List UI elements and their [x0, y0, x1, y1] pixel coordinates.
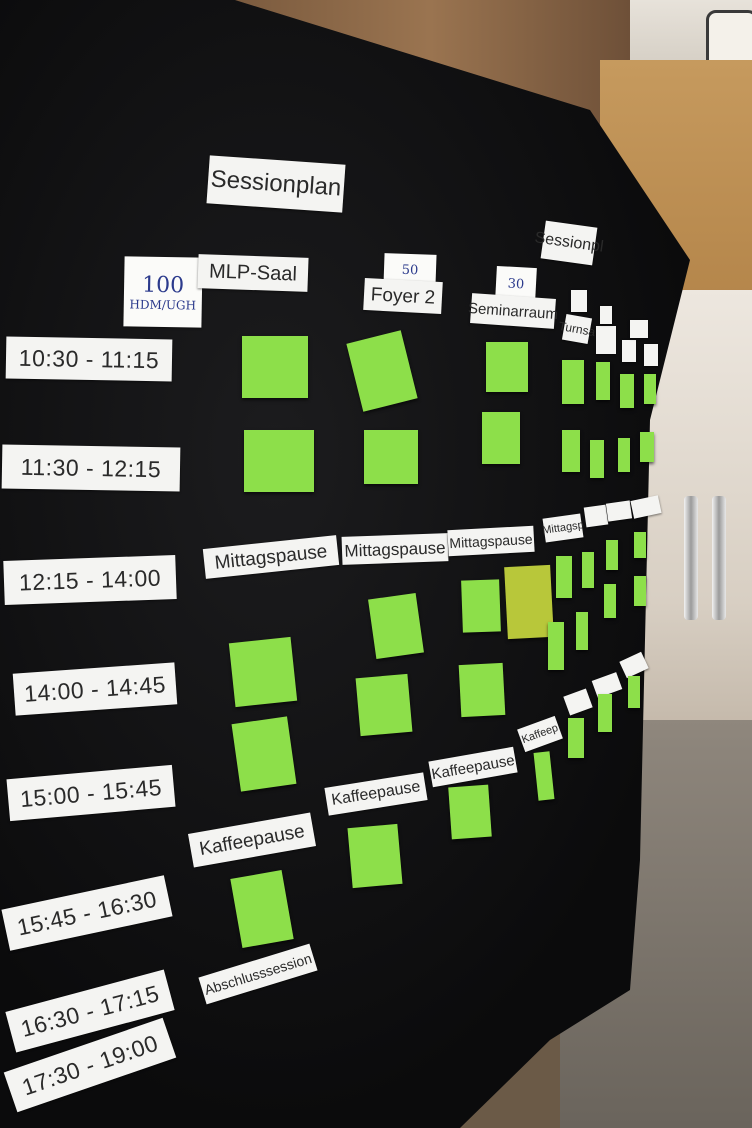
session-sticky-note: [598, 694, 612, 732]
session-sticky-note: [364, 430, 418, 484]
capacity-note-mlp: 100 HDM/UGH: [123, 256, 203, 328]
lunch-break-label: [605, 500, 633, 522]
session-sticky-note: [347, 823, 403, 889]
session-sticky-note: [628, 676, 640, 708]
room-label: [622, 340, 636, 362]
door-handle: [684, 496, 698, 620]
session-sticky-note: [244, 430, 314, 492]
room-label-mlp-saal: MLP-Saal: [197, 254, 309, 292]
session-sticky-note: [231, 716, 297, 792]
capacity-value: 50: [401, 262, 419, 278]
capacity-note-text: HDM/UGH: [129, 296, 197, 313]
session-sticky-note: [486, 342, 528, 392]
room-label-turnsaal: Turnsa: [558, 313, 596, 345]
session-sticky-note: [242, 336, 308, 398]
time-slot: 10:30 - 11:15: [5, 336, 173, 382]
session-sticky-note: [548, 622, 564, 670]
session-sticky-note: [582, 552, 594, 588]
session-plan-title: Sessionplan: [206, 155, 346, 213]
session-sticky-note: [620, 374, 634, 408]
session-sticky-note: [448, 784, 492, 840]
session-sticky-note: [634, 576, 646, 606]
session-sticky-note: [576, 612, 588, 650]
room-capacity-note: [630, 320, 648, 338]
session-sticky-note: [590, 440, 604, 478]
session-sticky-note: [482, 412, 520, 464]
lunch-break-label: Mittagspause: [341, 533, 449, 565]
room-label-seminarraum: Seminarraum: [468, 293, 558, 329]
session-sticky-note: [606, 540, 618, 570]
lunch-break-label: [583, 504, 609, 528]
session-sticky-note: [355, 673, 413, 737]
capacity-value: 30: [507, 276, 525, 292]
session-sticky-note: [604, 584, 616, 618]
door-handle: [712, 496, 726, 620]
session-sticky-note: [634, 532, 646, 558]
room-label: [644, 344, 658, 366]
session-sticky-note: [556, 556, 572, 598]
session-sticky-note: [618, 438, 630, 472]
time-slot: 12:15 - 14:00: [3, 555, 177, 605]
lunch-break-label: Mittagspause: [447, 525, 535, 557]
room-label: [596, 326, 616, 354]
session-sticky-note: [228, 636, 298, 708]
room-capacity-note: [600, 306, 612, 324]
session-sticky-note: [461, 579, 501, 633]
session-sticky-note: [562, 360, 584, 404]
capacity-value: 100: [141, 272, 185, 298]
session-sticky-note: [596, 362, 610, 400]
session-sticky-note: [458, 662, 506, 718]
session-plan-title-right: Sessionpl: [534, 220, 605, 266]
session-sticky-note: [568, 718, 584, 758]
time-slot: 11:30 - 12:15: [1, 444, 181, 492]
session-sticky-note: [562, 430, 580, 472]
session-sticky-note: [640, 432, 654, 462]
session-sticky-note: [644, 374, 656, 404]
session-sticky-note: [368, 592, 424, 660]
room-capacity-note: [571, 290, 587, 312]
room-label-foyer-2: Foyer 2: [363, 277, 443, 315]
session-sticky-note-yellow: [504, 564, 554, 640]
